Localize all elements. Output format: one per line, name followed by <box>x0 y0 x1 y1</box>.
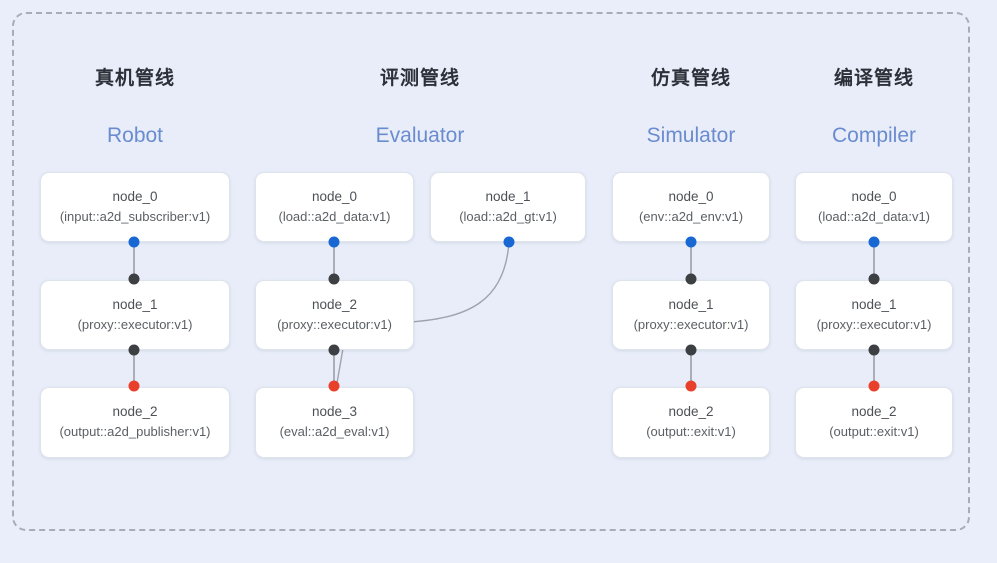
node-name: node_2 <box>112 404 158 420</box>
node-name: node_2 <box>311 296 358 312</box>
node-simulator-2[interactable]: node_2 (output::exit:v1) <box>612 387 770 458</box>
node-name: node_0 <box>668 188 714 204</box>
node-type: (output::exit:v1) <box>646 424 736 440</box>
node-evaluator-2[interactable]: node_2 (proxy::executor:v1) <box>255 280 414 350</box>
node-name: node_1 <box>485 188 531 204</box>
column-title-evaluator: 评测管线 <box>379 68 460 89</box>
port-input-robot-2[interactable] <box>128 380 140 392</box>
port-output-simulator-0[interactable] <box>685 236 697 248</box>
port-output-evaluator-0[interactable] <box>328 236 340 248</box>
port-link-evaluator-2-top[interactable] <box>328 273 340 285</box>
node-type: (input::a2d_subscriber:v1) <box>59 208 211 224</box>
node-robot-2[interactable]: node_2 (output::a2d_publisher:v1) <box>40 387 230 458</box>
node-name: node_2 <box>851 404 897 420</box>
node-evaluator-1[interactable]: node_1 (load::a2d_gt:v1) <box>430 172 586 242</box>
node-evaluator-3[interactable]: node_3 (eval::a2d_eval:v1) <box>255 387 414 458</box>
node-compiler-0[interactable]: node_0 (load::a2d_data:v1) <box>795 172 953 242</box>
column-subtitle-compiler: Compiler <box>831 124 917 147</box>
node-type: (proxy::executor:v1) <box>816 316 932 332</box>
node-type: (load::a2d_data:v1) <box>817 208 931 224</box>
port-output-evaluator-1[interactable] <box>503 236 515 248</box>
port-link-evaluator-2-bottom[interactable] <box>328 344 340 356</box>
port-link-compiler-1-top[interactable] <box>868 273 880 285</box>
node-type: (eval::a2d_eval:v1) <box>279 424 390 440</box>
node-robot-0[interactable]: node_0 (input::a2d_subscriber:v1) <box>40 172 230 242</box>
port-input-evaluator-3[interactable] <box>328 380 340 392</box>
node-type: (output::a2d_publisher:v1) <box>59 424 211 440</box>
column-title-compiler: 编译管线 <box>833 68 914 89</box>
column-subtitle-robot: Robot <box>106 124 164 147</box>
node-robot-1[interactable]: node_1 (proxy::executor:v1) <box>40 280 230 350</box>
node-type: (output::exit:v1) <box>829 424 919 440</box>
column-title-robot: 真机管线 <box>94 68 175 89</box>
node-simulator-1[interactable]: node_1 (proxy::executor:v1) <box>612 280 770 350</box>
node-name: node_1 <box>851 296 897 312</box>
port-link-simulator-1-top[interactable] <box>685 273 697 285</box>
node-type: (env::a2d_env:v1) <box>638 208 744 224</box>
node-name: node_2 <box>668 404 714 420</box>
port-link-compiler-1-bottom[interactable] <box>868 344 880 356</box>
node-compiler-2[interactable]: node_2 (output::exit:v1) <box>795 387 953 458</box>
node-type: (proxy::executor:v1) <box>77 316 193 332</box>
node-simulator-0[interactable]: node_0 (env::a2d_env:v1) <box>612 172 770 242</box>
node-name: node_3 <box>311 404 358 420</box>
port-link-simulator-1-bottom[interactable] <box>685 344 697 356</box>
node-name: node_0 <box>112 188 158 204</box>
node-type: (load::a2d_gt:v1) <box>459 208 557 224</box>
node-compiler-1[interactable]: node_1 (proxy::executor:v1) <box>795 280 953 350</box>
node-evaluator-0[interactable]: node_0 (load::a2d_data:v1) <box>255 172 414 242</box>
port-link-robot-1-top[interactable] <box>128 273 140 285</box>
node-name: node_0 <box>311 188 358 204</box>
node-name: node_1 <box>112 296 158 312</box>
port-output-compiler-0[interactable] <box>868 236 880 248</box>
node-type: (load::a2d_data:v1) <box>278 208 391 224</box>
node-type: (proxy::executor:v1) <box>633 316 749 332</box>
column-title-simulator: 仿真管线 <box>650 68 731 89</box>
port-link-robot-1-bottom[interactable] <box>128 344 140 356</box>
port-output-robot-0[interactable] <box>128 236 140 248</box>
node-name: node_1 <box>668 296 714 312</box>
node-type: (proxy::executor:v1) <box>277 316 392 332</box>
port-input-simulator-2[interactable] <box>685 380 697 392</box>
node-name: node_0 <box>851 188 897 204</box>
column-subtitle-simulator: Simulator <box>646 124 736 147</box>
port-input-compiler-2[interactable] <box>868 380 880 392</box>
column-subtitle-evaluator: Evaluator <box>375 124 465 147</box>
